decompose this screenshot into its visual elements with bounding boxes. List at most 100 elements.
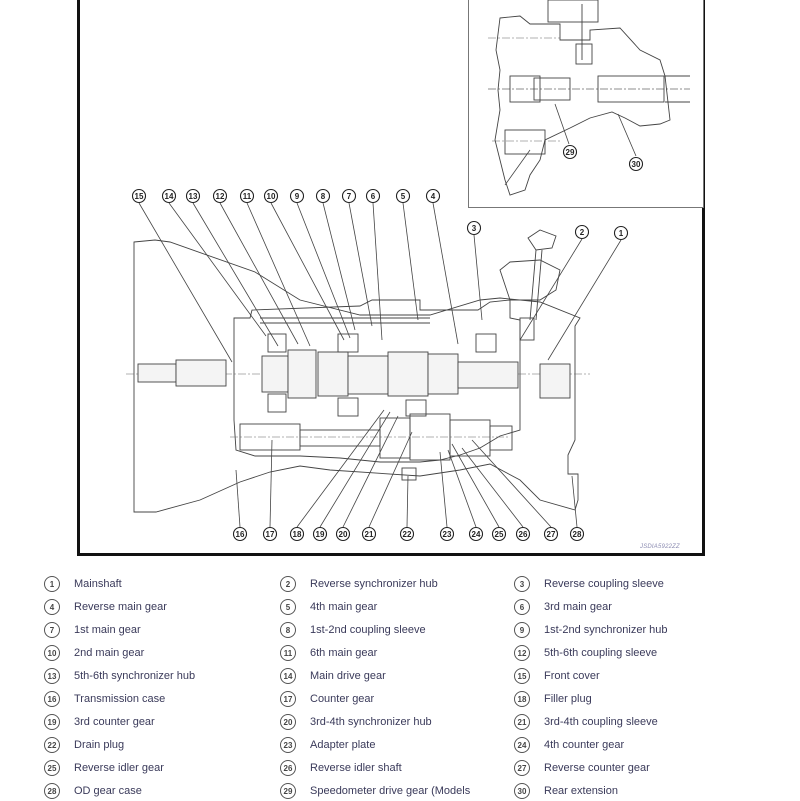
callout-number: 30 <box>632 160 641 169</box>
shift-lever-knob <box>527 229 557 251</box>
callout-circle <box>212 188 228 204</box>
inset-callout-30: 30 <box>628 156 644 172</box>
callout-leader-line <box>246 202 311 347</box>
legend-label: 6th main gear <box>310 647 378 659</box>
callout-number: 3 <box>472 224 477 233</box>
legend-number-badge: 15 <box>514 668 530 684</box>
callout-number: 20 <box>339 530 348 539</box>
callout-number: 4 <box>431 192 436 201</box>
callout-number: 11 <box>243 192 252 201</box>
callout-circle <box>289 188 305 204</box>
callout-leader-line <box>547 239 622 361</box>
legend-label: Reverse idler gear <box>74 762 164 774</box>
legend-label: 4th counter gear <box>544 739 625 751</box>
legend-label: Front cover <box>544 670 600 682</box>
legend-label: Rear extension <box>544 785 618 797</box>
legend-number-badge: 8 <box>280 622 296 638</box>
legend-number-badge: 23 <box>280 737 296 753</box>
legend-label: Transmission case <box>74 693 166 705</box>
legend-number-badge: 22 <box>44 737 60 753</box>
callout-leader-line <box>342 415 399 528</box>
callout-circle <box>365 188 381 204</box>
callout-7: 7 <box>341 188 357 204</box>
legend-item: 30 Rear extension <box>514 781 618 801</box>
legend-number-badge: 29 <box>280 783 296 799</box>
callout-circle <box>562 144 578 160</box>
legend-label: OD gear case <box>74 785 142 797</box>
callout-number: 25 <box>495 530 504 539</box>
legend-number-badge: 13 <box>44 668 60 684</box>
legend-number-badge: 30 <box>514 783 530 799</box>
callout-circle <box>239 188 255 204</box>
callout-number: 18 <box>293 530 302 539</box>
callout-leader-line <box>451 443 500 528</box>
callout-number: 6 <box>371 192 376 201</box>
callout-circle <box>185 188 201 204</box>
callout-2: 2 <box>574 224 590 240</box>
callout-leader-line <box>348 202 373 327</box>
shift-boot <box>499 259 561 301</box>
callout-circle <box>131 188 147 204</box>
legend-number-badge: 26 <box>280 760 296 776</box>
callout-leader-line <box>432 202 459 345</box>
callout-number: 26 <box>519 530 528 539</box>
callout-5: 5 <box>395 188 411 204</box>
callout-leader-line <box>168 202 267 337</box>
callout-leader-line <box>461 447 524 528</box>
legend-number-badge: 12 <box>514 645 530 661</box>
legend-label: 2nd main gear <box>74 647 145 659</box>
callout-circle <box>466 220 482 236</box>
legend-item: 29 Speedometer drive gear (Models <box>280 781 470 801</box>
callout-circle <box>628 156 644 172</box>
callout-21: 21 <box>361 526 377 542</box>
callout-22: 22 <box>399 526 415 542</box>
callout-leader-line <box>319 411 391 528</box>
callout-circle <box>312 526 328 542</box>
callout-leader-line <box>372 202 383 341</box>
legend-item: 28 OD gear case <box>44 781 142 801</box>
legend-label: Reverse counter gear <box>544 762 650 774</box>
legend-number-badge: 25 <box>44 760 60 776</box>
callout-leader-line <box>138 202 233 363</box>
legend-number-badge: 27 <box>514 760 530 776</box>
callout-circle <box>491 526 507 542</box>
callout-leader-line <box>296 202 351 339</box>
callout-3: 3 <box>466 220 482 236</box>
callout-4: 4 <box>425 188 441 204</box>
legend-label: Reverse idler shaft <box>310 762 402 774</box>
callout-leader-line <box>235 469 241 528</box>
legend-label: 3rd main gear <box>544 601 612 613</box>
callout-leader-line <box>406 475 409 528</box>
callout-number: 17 <box>266 530 275 539</box>
callout-11: 11 <box>239 188 255 204</box>
inset-detail-box <box>468 0 704 208</box>
callout-number: 27 <box>547 530 556 539</box>
callout-circle <box>613 225 629 241</box>
legend-number-badge: 21 <box>514 714 530 730</box>
callout-leader-line <box>471 439 552 528</box>
legend-item: 15 Front cover <box>514 666 600 686</box>
callout-14: 14 <box>161 188 177 204</box>
legend-label: 3rd counter gear <box>74 716 155 728</box>
callout-8: 8 <box>315 188 331 204</box>
inset-rear-extension-drawing <box>488 0 690 196</box>
callout-leader-line <box>519 238 583 341</box>
legend-label: Counter gear <box>310 693 375 705</box>
legend-number-badge: 28 <box>44 783 60 799</box>
legend-label: 1st main gear <box>74 624 141 636</box>
legend-label: Speedometer drive gear (Models <box>310 785 471 797</box>
callout-number: 2 <box>580 228 585 237</box>
inset-callout-29: 29 <box>562 144 578 160</box>
